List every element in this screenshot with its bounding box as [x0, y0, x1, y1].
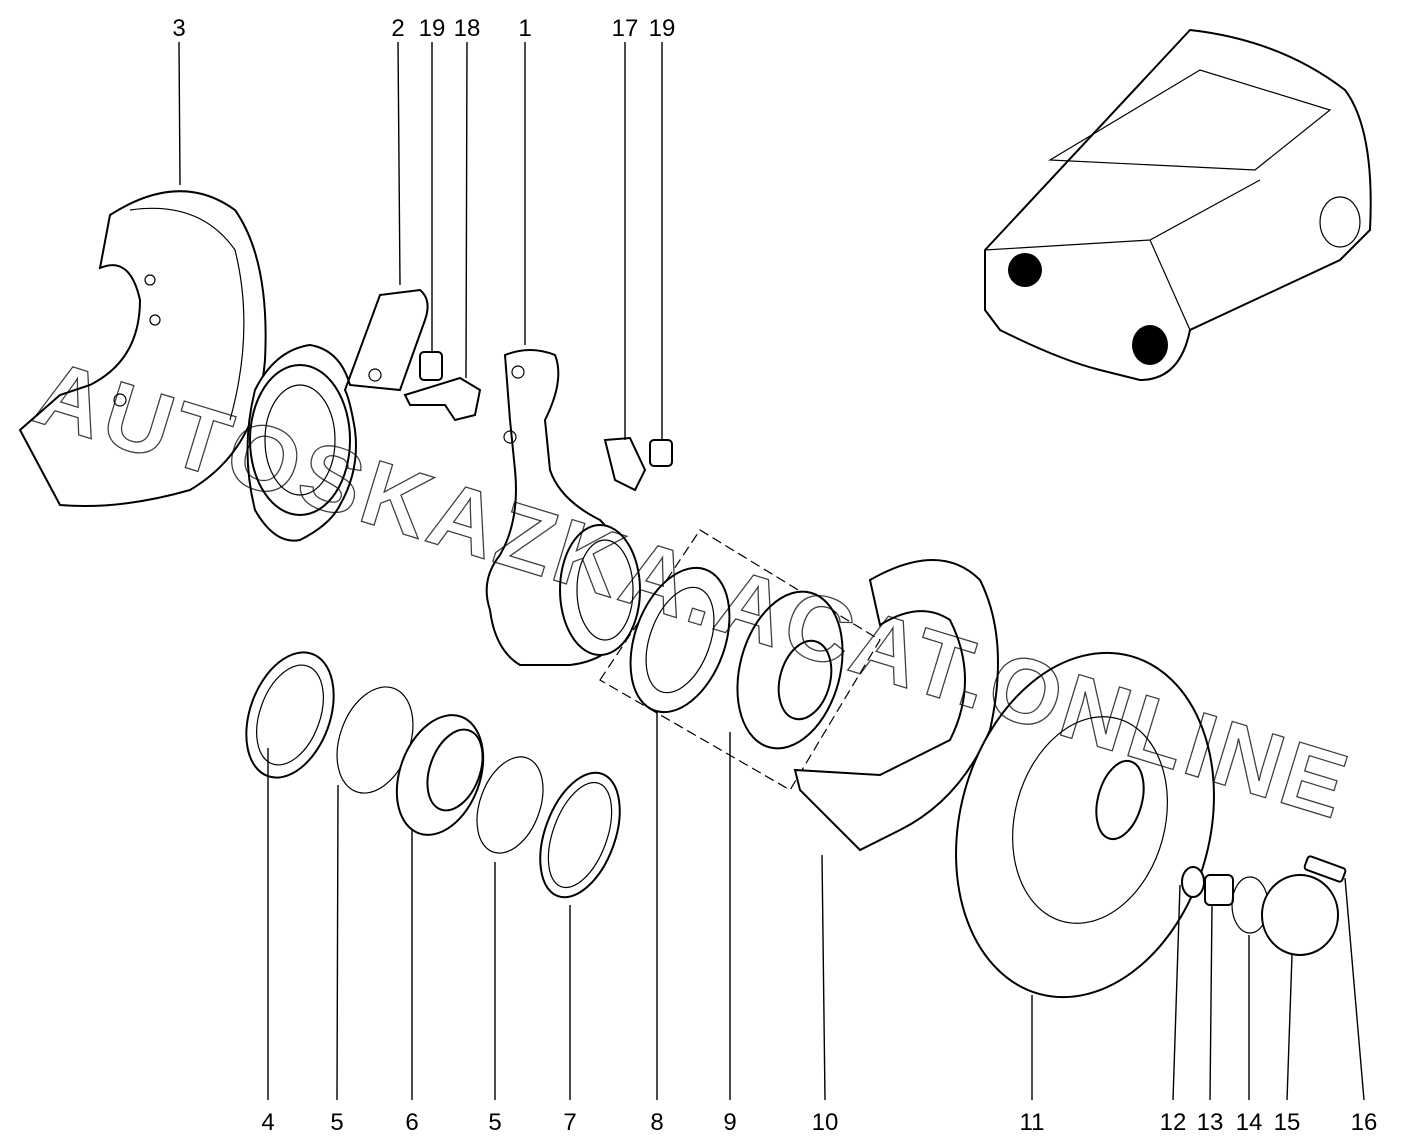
part-seal-8: [629, 566, 731, 714]
part-sensor-16: [1303, 855, 1347, 883]
callout-8: 8: [650, 1109, 663, 1136]
callout-1: 1: [518, 15, 531, 42]
watermark: AUTOSKAZKA.ACAT.ONLINE: [24, 342, 1362, 839]
part-bolt-19b: [649, 439, 673, 467]
callout-7: 7: [563, 1109, 576, 1136]
callout-16: 16: [1351, 1109, 1378, 1136]
callout-9: 9: [723, 1109, 736, 1136]
callout-5: 5: [330, 1109, 343, 1136]
highlight-right-wheel: [1132, 325, 1168, 365]
part-hub: [736, 590, 844, 750]
callout-13: 13: [1197, 1109, 1224, 1136]
callout-19: 19: [419, 15, 446, 42]
callout-6: 6: [405, 1109, 418, 1136]
vehicle-location-thumbnail: [984, 28, 1372, 382]
part-nut-13: [1204, 874, 1234, 906]
callout-18: 18: [454, 15, 481, 42]
callout-15: 15: [1274, 1109, 1301, 1136]
callout-11: 11: [1020, 1109, 1045, 1136]
part-bearing-6: [395, 714, 485, 836]
callout-14: 14: [1236, 1109, 1263, 1136]
callout-10: 10: [812, 1109, 839, 1136]
callout-5: 5: [488, 1109, 501, 1136]
part-knuckle-main: [485, 349, 641, 666]
callout-19: 19: [649, 15, 676, 42]
part-splash-shield-left: [18, 190, 267, 507]
part-ring-4: [245, 651, 335, 779]
part-ring-7: [539, 771, 621, 899]
part-splash-shield-right: [793, 559, 999, 852]
part-bolt-19a: [419, 351, 443, 381]
part-brake-disc: [955, 651, 1215, 999]
callout-3: 3: [172, 15, 185, 42]
callout-2: 2: [391, 15, 404, 42]
part-sensor-17: [603, 436, 647, 492]
part-knuckle-left: [246, 288, 429, 542]
part-washer-12: [1181, 866, 1205, 898]
part-cap-15: [1261, 874, 1339, 956]
callout-12: 12: [1160, 1109, 1187, 1136]
part-circlip-5b: [476, 756, 544, 854]
leader-lines: [178, 41, 1365, 1101]
part-bracket-18: [403, 376, 482, 422]
highlight-left-wheel: [1008, 253, 1042, 287]
callout-17: 17: [612, 15, 639, 42]
callout-4: 4: [261, 1109, 274, 1136]
